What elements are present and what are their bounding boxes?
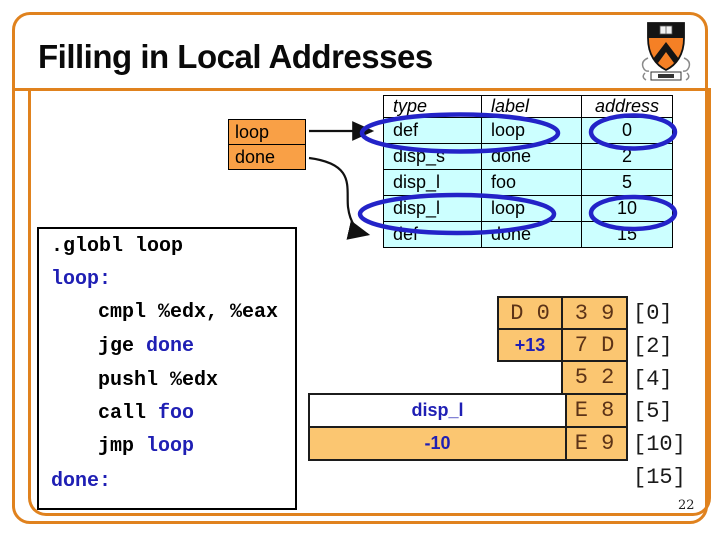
- code-line: jmp loop: [98, 435, 194, 458]
- code-line: pushl %edx: [98, 369, 218, 392]
- byte-value: E 8: [574, 398, 615, 423]
- memory-cell-E8: E 8: [561, 393, 628, 428]
- code-line: .globl loop: [51, 235, 183, 258]
- table-row: disp_l foo 5: [383, 169, 673, 196]
- address-label-10: [10]: [633, 432, 686, 457]
- code-text: pushl %edx: [98, 369, 219, 392]
- byte-value: D 0: [510, 300, 550, 326]
- memory-cell-7D: 7 D: [561, 328, 628, 362]
- cell-address: 0: [581, 117, 673, 144]
- memory-cell-plus13: +13: [497, 328, 563, 362]
- col-header-type: type: [383, 95, 482, 118]
- cell-type: def: [383, 221, 482, 248]
- code-text: call: [98, 402, 159, 425]
- memory-cell-39: 3 9: [561, 296, 628, 330]
- disp-l-annotation-box: disp_l: [308, 393, 567, 428]
- cell-type: def: [383, 117, 482, 144]
- code-text: cmpl %edx, %eax: [98, 301, 279, 324]
- table-row: disp_l loop 10: [383, 195, 673, 222]
- cell-label: done: [481, 221, 582, 248]
- slide-title: Filling in Local Addresses: [38, 38, 433, 75]
- byte-value: 7 D: [574, 332, 615, 358]
- table-row: def done 15: [383, 221, 673, 248]
- memory-cell-D0: D 0: [497, 296, 563, 330]
- code-line: done:: [51, 470, 111, 493]
- cell-label: loop: [481, 117, 582, 144]
- col-header-label: label: [481, 95, 582, 118]
- address-label-15: [15]: [633, 465, 686, 490]
- table-row: def loop 0: [383, 117, 673, 144]
- disp-l-label: disp_l: [411, 400, 464, 420]
- code-text: jge: [98, 335, 147, 358]
- page-number: 22: [678, 498, 695, 513]
- code-text: .globl loop: [51, 235, 184, 258]
- address-label-5: [5]: [633, 399, 673, 424]
- memory-cell-E9: E 9: [561, 426, 628, 461]
- minus10-label: -10: [424, 433, 451, 453]
- cell-label: loop: [481, 195, 582, 222]
- title-divider-line: [12, 88, 708, 91]
- relocation-table-header-row: type label address: [383, 95, 673, 118]
- byte-value: 5 2: [574, 365, 615, 390]
- address-label-2: [2]: [633, 334, 673, 359]
- code-label: done: [146, 335, 195, 358]
- code-label: loop:: [51, 268, 112, 291]
- code-label: foo: [158, 402, 195, 425]
- cell-type: disp_l: [383, 195, 482, 222]
- cell-address: 15: [581, 221, 673, 248]
- code-text: jmp: [98, 435, 147, 458]
- cell-label: foo: [481, 169, 582, 196]
- table-row: disp_s done 2: [383, 143, 673, 170]
- cell-type: disp_s: [383, 143, 482, 170]
- code-label: done:: [51, 470, 112, 493]
- code-line: loop:: [51, 268, 111, 291]
- cell-label: done: [481, 143, 582, 170]
- symbol-loop: loop: [228, 119, 306, 145]
- patch-value: +13: [514, 334, 546, 355]
- code-line: cmpl %edx, %eax: [98, 301, 278, 324]
- address-label-0: [0]: [633, 301, 673, 326]
- minus10-annotation-box: -10: [308, 426, 567, 461]
- symbol-box: loop done: [228, 119, 306, 170]
- byte-value: 3 9: [574, 300, 615, 326]
- cell-address: 5: [581, 169, 673, 196]
- slide-outer-border: [12, 12, 708, 524]
- cell-address: 2: [581, 143, 673, 170]
- code-label: loop: [146, 435, 195, 458]
- code-line: jge done: [98, 335, 194, 358]
- address-label-4: [4]: [633, 367, 673, 392]
- cell-type: disp_l: [383, 169, 482, 196]
- princeton-shield-icon: [641, 22, 691, 81]
- slide-content-border: [28, 88, 711, 516]
- byte-value: E 9: [574, 431, 615, 456]
- col-header-address: address: [581, 95, 673, 118]
- code-line: call foo: [98, 402, 194, 425]
- assembly-code-box: .globl loop loop: cmpl %edx, %eax jge do…: [37, 227, 297, 510]
- symbol-done: done: [228, 143, 306, 170]
- relocation-table: type label address def loop 0 disp_s don…: [383, 95, 673, 248]
- memory-cell-52: 5 2: [561, 360, 628, 395]
- cell-address: 10: [581, 195, 673, 222]
